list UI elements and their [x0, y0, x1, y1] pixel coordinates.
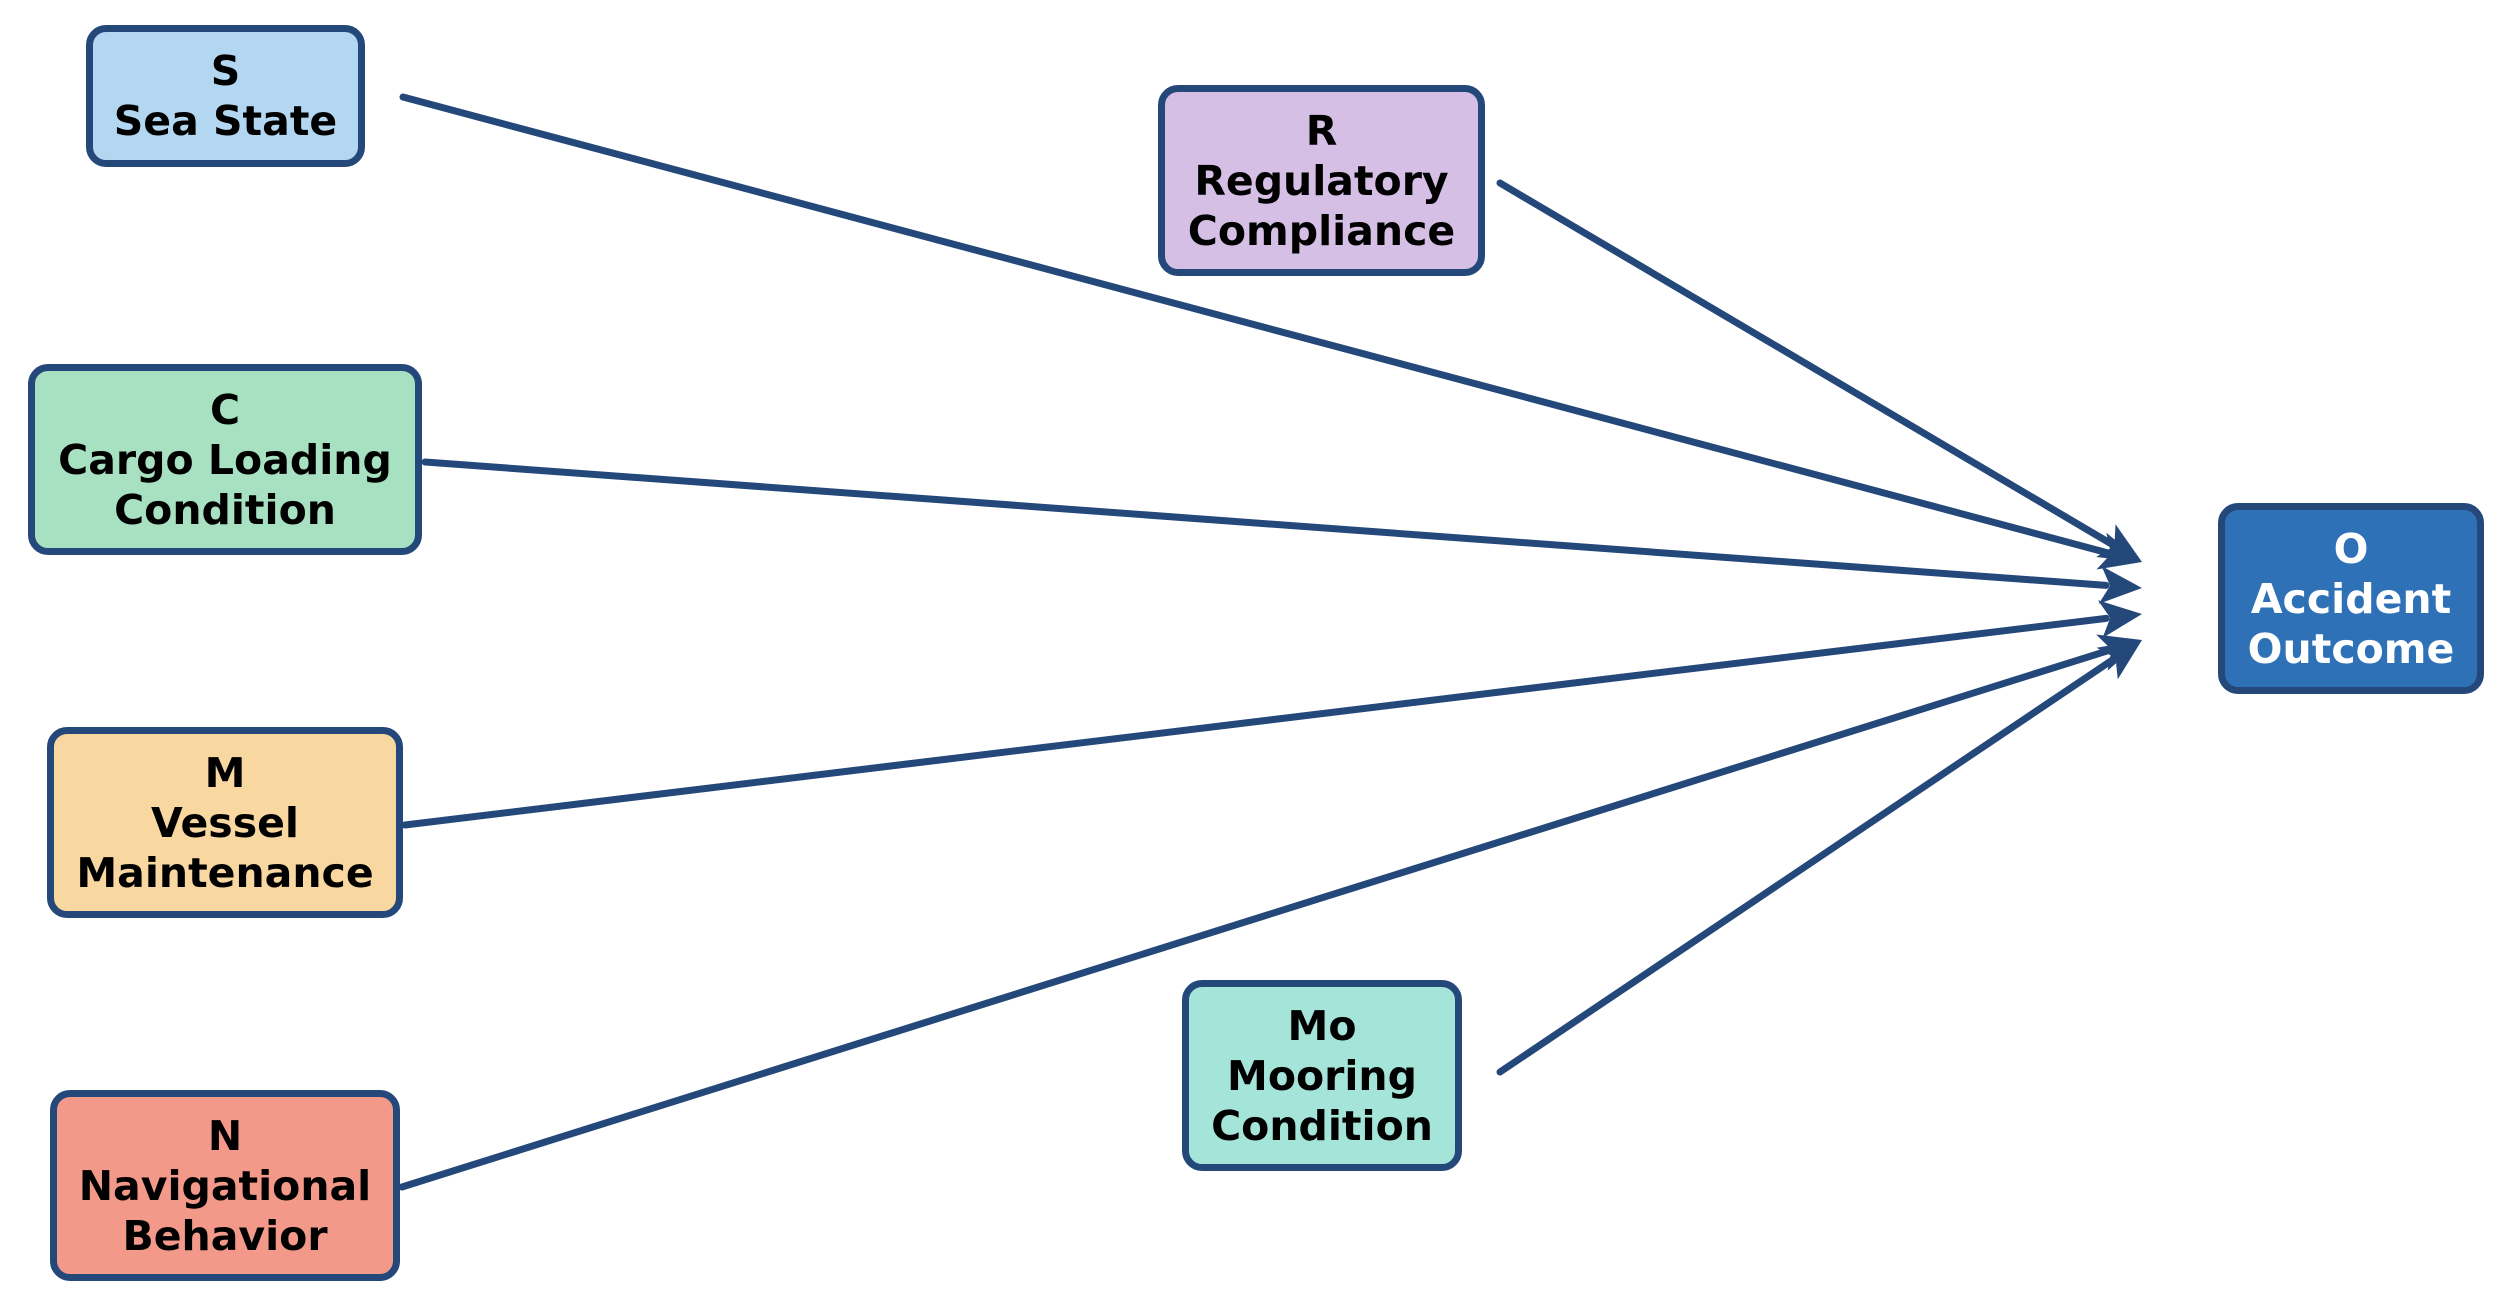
node-sea-state: S Sea State [86, 25, 365, 167]
node-mooring-label-line-2: Condition [1211, 1101, 1433, 1150]
edge-cargo-to-outcome [421, 458, 2110, 589]
node-mooring-label-line-1: Mooring [1227, 1051, 1417, 1100]
node-sea-state-code: S [210, 47, 241, 95]
node-outcome-label-line-1: Accident [2250, 574, 2452, 623]
arrowhead-cargo-to-outcome [2098, 566, 2142, 604]
node-navigation-code: N [207, 1111, 243, 1160]
node-maintenance-label-line-1: Vessel [151, 798, 299, 847]
node-cargo-label-line-1: Cargo Loading [58, 435, 392, 484]
node-sea-state-label: Sea State [113, 97, 338, 145]
edge-mooring-to-outcome [1496, 656, 2116, 1076]
edge-sea_state-to-outcome [399, 93, 2111, 557]
node-accident-outcome: O Accident Outcome [2218, 503, 2484, 694]
node-cargo-code: C [209, 385, 241, 434]
node-cargo-loading: C Cargo Loading Condition [28, 364, 422, 555]
arrowhead-regulatory-to-outcome [2096, 524, 2142, 562]
node-navigation-label-line-1: Navigational [78, 1161, 372, 1210]
node-navigational-behavior: N Navigational Behavior [50, 1090, 400, 1281]
node-outcome-label-line-2: Outcome [2247, 624, 2455, 673]
arrowhead-maintenance-to-outcome [2098, 600, 2142, 638]
node-regulatory-label-line-1: Regulatory [1194, 156, 1449, 205]
node-mooring-code: Mo [1287, 1001, 1357, 1050]
node-cargo-label-line-2: Condition [114, 485, 336, 534]
node-maintenance-code: M [204, 748, 246, 797]
node-regulatory-code: R [1305, 106, 1338, 155]
node-regulatory-compliance: R Regulatory Compliance [1158, 85, 1485, 276]
node-navigation-label-line-2: Behavior [122, 1211, 328, 1260]
node-vessel-maintenance: M Vessel Maintenance [47, 727, 403, 918]
node-outcome-code: O [2333, 524, 2369, 573]
node-regulatory-label-line-2: Compliance [1187, 206, 1456, 255]
edge-navigation-to-outcome [398, 647, 2112, 1191]
node-mooring-condition: Mo Mooring Condition [1182, 980, 1462, 1171]
node-maintenance-label-line-2: Maintenance [76, 848, 374, 897]
edge-maintenance-to-outcome [401, 614, 2110, 829]
arrowhead-mooring-to-outcome [2096, 640, 2142, 680]
edge-regulatory-to-outcome [1496, 179, 2115, 548]
